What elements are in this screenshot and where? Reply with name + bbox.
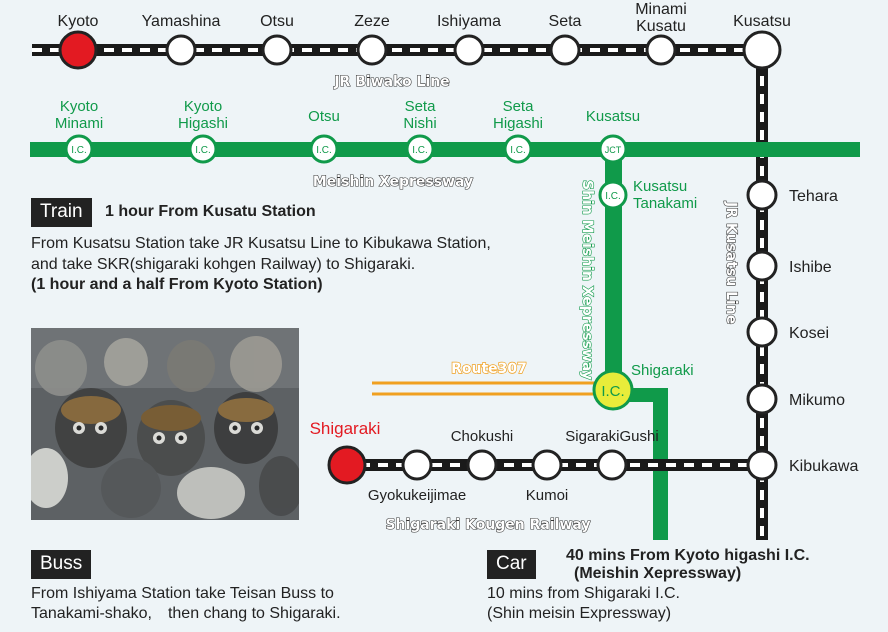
station-label-ishiyama: Ishiyama <box>437 13 501 30</box>
ic-label-kyoto-minami-2: Minami <box>55 115 103 132</box>
route-307-label: Route307 <box>451 361 527 377</box>
station-kosei-marker[interactable] <box>746 316 778 348</box>
station-label-minami: Minami <box>635 1 687 18</box>
ic-marker-shigaraki[interactable]: I.C. <box>592 369 634 411</box>
ic-label-kusatsu-tanakami-1: Kusatsu <box>633 178 687 195</box>
car-headline-line2: (Meishin Xepressway) <box>574 565 742 582</box>
ic-mark: I.C. <box>412 145 428 156</box>
ic-label-seta-higashi-1: Seta <box>503 98 535 115</box>
ic-mark: I.C. <box>605 191 621 202</box>
ic-mark: I.C. <box>195 145 211 156</box>
kusatsu-line-stations <box>746 179 778 481</box>
ic-marker-otsu[interactable]: I.C. <box>309 134 339 164</box>
station-kyoto-marker[interactable] <box>58 30 98 70</box>
jr-biwako-line-label: JR Biwako Line <box>333 74 449 90</box>
station-ishibe-marker[interactable] <box>746 250 778 282</box>
station-label-zeze: Zeze <box>354 13 390 30</box>
station-label-chokushi: Chokushi <box>451 428 514 445</box>
buss-description-line1: From Ishiyama Station take Teisan Buss t… <box>31 585 334 602</box>
station-label-sigarakigushi: SigarakiGushi <box>565 428 658 445</box>
station-ishiyama-marker[interactable] <box>453 34 485 66</box>
ic-mark: I.C. <box>71 145 87 156</box>
car-description-line1: 10 mins from Shigaraki I.C. <box>487 585 680 602</box>
train-kyoto-alternative: (1 hour and a half From Kyoto Station) <box>31 276 323 293</box>
biwako-stations <box>58 30 782 70</box>
station-label-tehara: Tehara <box>789 188 838 205</box>
ic-marker-kyoto-minami[interactable]: I.C. <box>64 134 94 164</box>
ic-marker-kyoto-higashi[interactable]: I.C. <box>188 134 218 164</box>
station-shigaraki-marker[interactable] <box>327 445 367 485</box>
station-label-shigaraki: Shigaraki <box>310 419 381 438</box>
ic-label-seta-nishi-2: Nishi <box>403 115 436 132</box>
jr-kusatsu-line-label: JR Kusatsu Line <box>723 201 739 324</box>
car-description-line2: (Shin meisin Expressway) <box>487 605 672 622</box>
station-label-gyokukeijimae: Gyokukeijimae <box>368 487 466 504</box>
station-label-yamashina: Yamashina <box>142 13 221 30</box>
shin-meishin-expressway-label: Shin Meishin Xepressway <box>579 180 595 380</box>
station-yamashina-marker[interactable] <box>165 34 197 66</box>
station-minami-kusatsu-marker[interactable] <box>645 34 677 66</box>
ic-mark: I.C. <box>601 383 624 400</box>
train-headline: 1 hour From Kusatu Station <box>105 203 316 220</box>
ic-label-kyoto-higashi-1: Kyoto <box>184 98 222 115</box>
buss-badge: Buss <box>31 550 92 579</box>
station-label-kusatsu: Kusatsu <box>733 13 791 30</box>
station-tehara-marker[interactable] <box>746 179 778 211</box>
ic-mark: I.C. <box>316 145 332 156</box>
station-mikumo-marker[interactable] <box>746 383 778 415</box>
station-kusatsu-marker[interactable] <box>742 30 782 70</box>
station-kibukawa-marker[interactable] <box>746 449 778 481</box>
station-label-kibukawa: Kibukawa <box>789 458 858 475</box>
ic-marker-seta-nishi[interactable]: I.C. <box>405 134 435 164</box>
tanuki-statues-photo <box>31 328 299 520</box>
station-label-kosei: Kosei <box>789 325 829 342</box>
meishin-expressway <box>30 142 860 157</box>
station-label-ishibe: Ishibe <box>789 259 832 276</box>
route-307 <box>372 381 612 396</box>
skr-stations <box>327 445 628 485</box>
ic-label-kyoto-minami-1: Kyoto <box>60 98 98 115</box>
ic-label-kusatsu-tanakami-2: Tanakami <box>633 195 697 212</box>
ic-label-kyoto-higashi-2: Higashi <box>178 115 228 132</box>
ic-label-seta-higashi-2: Higashi <box>493 115 543 132</box>
car-headline-line1: 40 mins From Kyoto higashi I.C. <box>566 547 810 564</box>
ic-label-shigaraki: Shigaraki <box>631 362 694 379</box>
station-label-kyoto: Kyoto <box>58 13 99 30</box>
station-label-otsu: Otsu <box>260 13 294 30</box>
station-sigarakigushi-marker[interactable] <box>596 449 628 481</box>
meishin-interchanges: I.C. I.C. I.C. I.C. I.C. JCT <box>64 134 628 164</box>
train-badge: Train <box>31 198 92 227</box>
buss-description-line2: Tanakami-shako, then chang to Shigaraki. <box>31 605 341 622</box>
ic-marker-seta-higashi[interactable]: I.C. <box>503 134 533 164</box>
station-label-mikumo: Mikumo <box>789 392 845 409</box>
train-description-line2: and take SKR(shigaraki kohgen Railway) t… <box>31 256 416 273</box>
station-seta-marker[interactable] <box>549 34 581 66</box>
jct-label-kusatsu: Kusatsu <box>586 108 640 125</box>
ic-label-seta-nishi-1: Seta <box>405 98 437 115</box>
tanuki-statues-illustration <box>31 328 299 520</box>
station-kumoi-marker[interactable] <box>531 449 563 481</box>
station-zeze-marker[interactable] <box>356 34 388 66</box>
station-otsu-marker[interactable] <box>261 34 293 66</box>
car-badge: Car <box>487 550 536 579</box>
ic-label-otsu: Otsu <box>308 108 340 125</box>
station-gyokukeijimae-marker[interactable] <box>401 449 433 481</box>
jct-mark: JCT <box>605 145 622 155</box>
jct-marker-kusatsu[interactable]: JCT <box>598 134 628 164</box>
station-chokushi-marker[interactable] <box>466 449 498 481</box>
station-label-seta: Seta <box>549 13 582 30</box>
meishin-expressway-label: Meishin Xepressway <box>313 174 473 190</box>
station-label-kumoi: Kumoi <box>526 487 569 504</box>
skr-line-label: Shigaraki Kougen Railway <box>385 517 590 533</box>
ic-marker-kusatsu-tanakami[interactable]: I.C. <box>598 180 628 210</box>
station-label-kusatu: Kusatu <box>636 18 686 35</box>
train-description-line1: From Kusatsu Station take JR Kusatsu Lin… <box>31 235 491 252</box>
ic-mark: I.C. <box>510 145 526 156</box>
